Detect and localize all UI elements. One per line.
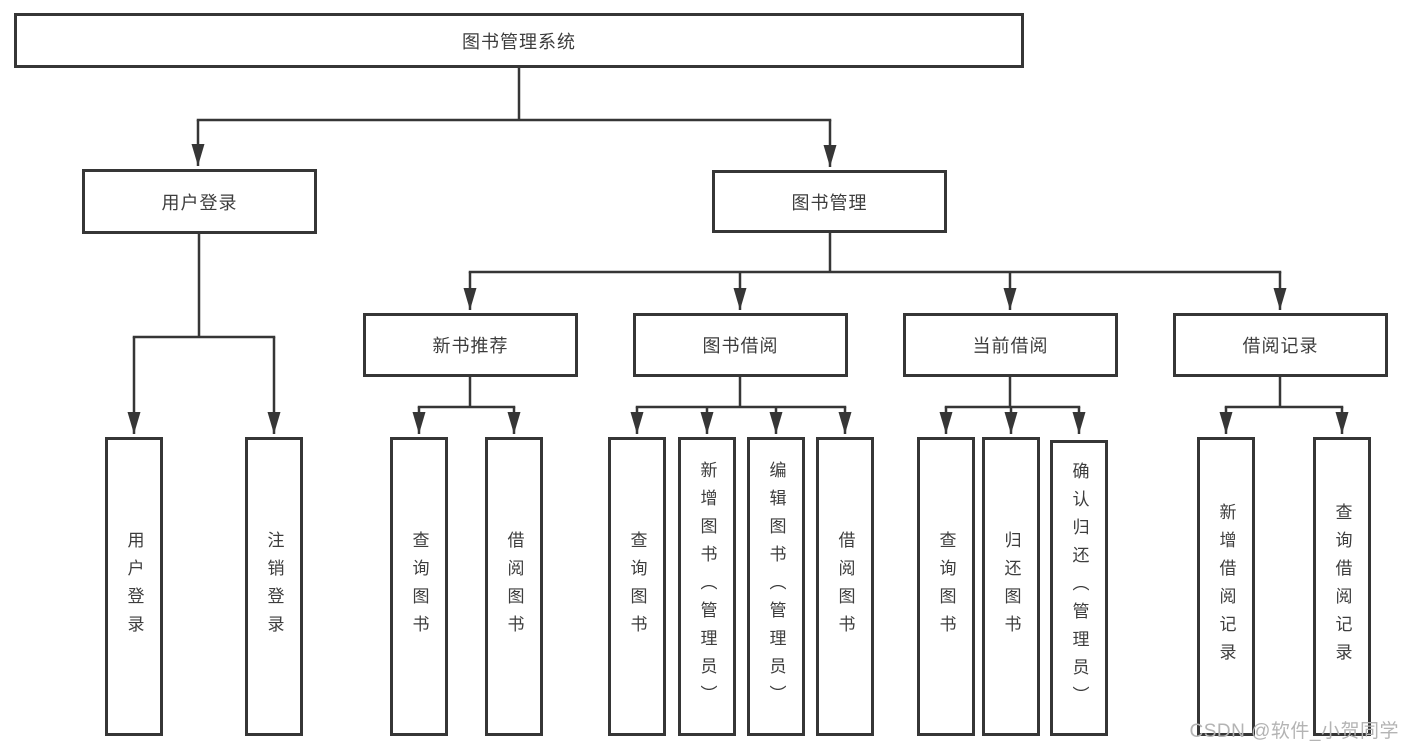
csdn-watermark: CSDN @软件_小贺同学 (1189, 721, 1399, 742)
node-book-management: 图书管理 (712, 170, 947, 233)
node-borrowing-records: 借阅记录 (1173, 313, 1388, 377)
leaf-newbook-borrow-books: 借阅图书 (485, 437, 543, 736)
leaf-record-query-borrow-record: 查询借阅记录 (1313, 437, 1371, 736)
leaf-record-add-borrow-record: 新增借阅记录 (1197, 437, 1255, 736)
leaf-borrow-query-books: 查询图书 (608, 437, 666, 736)
leaf-borrow-edit-books-admin: 编辑图书（管理员） (747, 437, 805, 736)
leaf-borrow-add-books-admin: 新增图书（管理员） (678, 437, 736, 736)
leaf-current-query-books: 查询图书 (917, 437, 975, 736)
leaf-logout: 注销登录 (245, 437, 303, 736)
leaf-borrow-borrow-books: 借阅图书 (816, 437, 874, 736)
node-new-book-recommendation: 新书推荐 (363, 313, 578, 377)
node-book-borrowing: 图书借阅 (633, 313, 848, 377)
leaf-current-confirm-return-admin: 确认归还（管理员） (1050, 440, 1108, 736)
leaf-newbook-query-books: 查询图书 (390, 437, 448, 736)
node-current-borrowing: 当前借阅 (903, 313, 1118, 377)
node-user-login: 用户登录 (82, 169, 317, 234)
leaf-current-return-books: 归还图书 (982, 437, 1040, 736)
leaf-user-login: 用户登录 (105, 437, 163, 736)
node-library-system: 图书管理系统 (14, 13, 1024, 68)
